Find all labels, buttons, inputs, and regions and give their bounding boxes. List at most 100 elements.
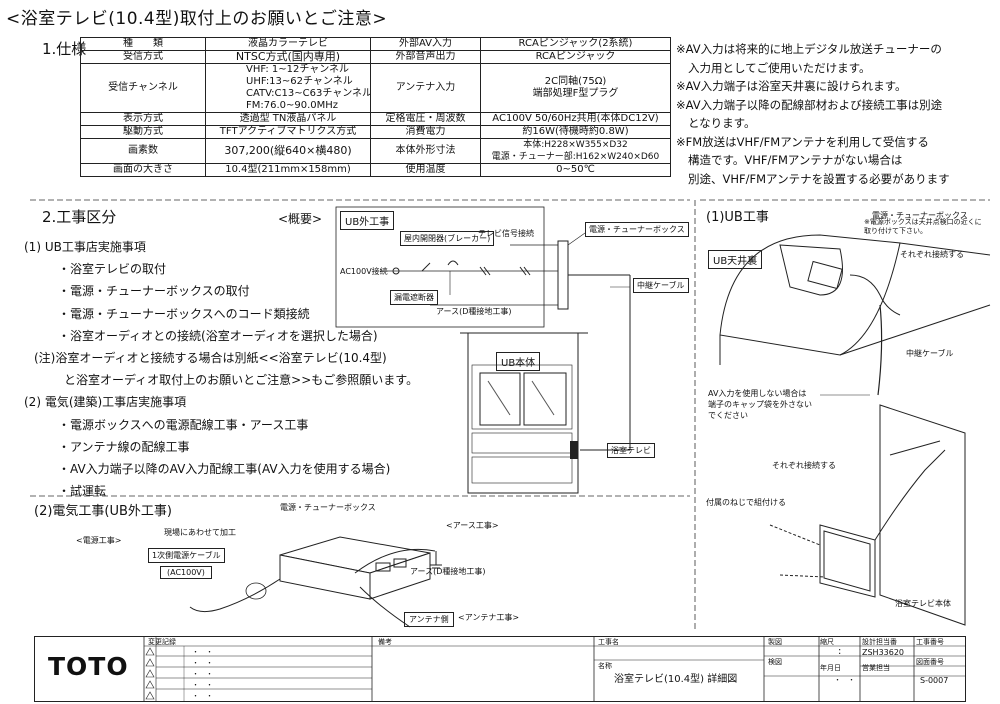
product-name: 浴室テレビ(10.4型) 詳細図 [614,674,738,685]
field-fit-label: 現場にあわせて加工 [164,528,236,537]
channel-line: FM:76.0~90.0MHz [246,100,339,111]
title-block [34,636,966,702]
dimension-value: 本体:H228×W355×D32 [523,140,628,150]
av-note-line: AV入力を使用しない場合は [708,389,807,398]
earth-work-label: <アース工事> [446,521,499,530]
spec-section-number: 1.仕様 [42,40,87,58]
overview-label: <概要> [278,212,323,226]
av-note-line: 端子のキャップ袋を外さない [708,400,812,409]
work-no-label: 工事番号 [916,638,944,646]
section2-title: 2.工事区分 [42,208,117,226]
list-item: (注)浴室オーディオと接続する場合は別紙<<浴室テレビ(10.4型) [34,351,387,366]
spec-key: 画面の大きさ [80,163,206,177]
relay-cable-label: 中継ケーブル [633,278,689,293]
note-line: ※AV入力端子は浴室天井裏に設けられます。 [676,79,907,93]
list-item: (2) 電気(建築)工事店実施事項 [24,395,187,410]
channel-line: VHF: 1~12チャンネル [246,64,350,76]
list-item: (1) UB工事店実施事項 [24,240,146,254]
channel-lines: VHF: 1~12チャンネル UHF:13~62チャンネル CATV:C13~C… [205,63,371,113]
dimension-value: 電源・チューナー部:H162×W240×D60 [491,152,660,162]
scale-colon: : [838,646,842,657]
ub-power-box-label: 電源・チューナーボックス [872,211,968,220]
earth-label: アース(D種接地工事) [436,307,512,316]
spec-key: 画素数 [80,138,206,164]
checked-label: 検図 [768,658,782,666]
list-item: ・電源ボックスへの電源配線工事・アース工事 [58,417,309,432]
list-item: ・浴室テレビの取付 [58,262,167,277]
av-note-line: でください [708,411,748,420]
list-item: ・アンテナ線の配線工事 [58,439,190,454]
design-no: ZSH33620 [862,648,905,657]
drawing-no-label: 図面番号 [916,658,944,666]
sales-label: 営業担当 [862,664,890,672]
work-list: (1) UB工事店実施事項 ・浴室テレビの取付 ・電源・チューナーボックスの取付… [24,236,418,502]
work-name-label: 工事名 [598,638,619,646]
table-row: 受信チャンネル VHF: 1~12チャンネル UHF:13~62チャンネル CA… [80,63,671,113]
table-row: 表示方式 透過型 TN液晶パネル 定格電圧・周波数 AC100V 50/60Hz… [80,112,671,126]
list-item: ・電源・チューナーボックスへのコード類接続 [58,306,310,321]
note-line: 別途、VHF/FMアンテナを設置する必要があります [688,171,950,186]
date-dots: ・ ・ [192,670,213,678]
spec-value: 本体:H228×W355×D32 電源・チューナー部:H162×W240×D60 [480,138,671,164]
page-title: <浴室テレビ(10.4型)取付上のお願いとご注意> [6,9,388,29]
bath-tv-label: 浴室テレビ [607,443,655,458]
tv-signal-label: テレビ信号接続 [478,229,534,238]
channel-line: CATV:C13~C63チャンネル [246,88,371,99]
box-note: ※電源ボックスは天井点検口の近くに取り付けて下さい。 [864,218,982,235]
ac-input-label: AC100V接続 [340,267,388,276]
channel-line: UHF:13~62チャンネル [246,76,353,87]
date-dots: ・ ・ [192,681,213,689]
ceiling-label: UB天井裏 [708,250,763,269]
note-line: ※AV入力端子以降の配線部材および接続工事は別途 [676,97,943,112]
ac100-label: (AC100V) [160,566,212,579]
date-label: 年月日 [820,664,841,672]
drawing-no: S-0007 [920,676,949,685]
spec-value: 0~50℃ [480,163,671,177]
spec-value: 10.4型(211mm×158mm) [205,163,371,177]
power-work-label: <電源工事> [76,536,122,545]
table-row: 画面の大きさ 10.4型(211mm×158mm) 使用温度 0~50℃ [80,163,671,177]
table-row: 駆動方式 TFTアクティブマトリクス方式 消費電力 約16W(待機時約0.8W) [80,125,671,139]
leakage-label: 漏電遮断器 [390,290,438,305]
scale-label: 縮尺 [820,638,834,646]
ub-relay-cable-label: 中継ケーブル [906,349,954,358]
power-box-label: 電源・チューナーボックス [585,222,689,237]
remarks-label: 備考 [378,638,392,646]
antenna-value: 2C同軸(75Ω) [544,76,607,87]
antenna-work-label: <アンテナ工事> [458,613,520,622]
antenna-value: 端部処理F型プラグ [532,88,619,99]
date-value-dots: ・ ・ [834,676,855,684]
notes: ※AV入力は将来的に地上デジタル放送チューナーの 入力用としてご使用いただけます… [676,40,950,188]
brand-logo: TOTO [48,652,129,681]
ub-work-diagram [719,234,991,626]
design-no-label: 設計担当番 [862,638,897,646]
note-line: 構造です。VHF/FMアンテナがない場合は [688,153,903,167]
date-dots: ・ ・ [192,648,213,656]
power-box-3-label: 電源・チューナーボックス [280,503,376,512]
section3-title: (2)電気工事(UB外工事) [34,504,172,519]
change-record-label: 変更記録 [148,638,176,646]
note-line: ※FM放送はVHF/FMアンテナを利用して受信する [676,134,929,149]
tv-body-label: 浴室テレビ本体 [895,599,951,608]
list-item: と浴室オーディオ取付上のお願いとご注意>>もご参照願います。 [64,373,419,388]
overview-diagram [335,206,631,494]
list-item: ・浴室オーディオとの接続(浴室オーディオを選択した場合) [58,328,378,343]
breaker-label: 屋内開閉器(ブレーカー) [400,231,495,246]
table-row: 画素数 307,200(縦640×横480) 本体外形寸法 本体:H228×W3… [80,138,671,164]
electrical-diagram [189,536,442,628]
connect1-label: それぞれ接続する [900,250,964,259]
ub-body-label: UB本体 [496,352,541,371]
note-line: となります。 [688,116,756,130]
connect2-label: それぞれ接続する [772,461,836,470]
date-dots: ・ ・ [192,692,213,700]
product-label: 名称 [598,662,612,670]
title-block-grid [143,636,966,702]
list-item: ・試運転 [58,484,107,499]
drawn-label: 製図 [768,638,782,646]
note-line: 入力用としてご使用いただけます。 [688,60,871,75]
note-line: ※AV入力は将来的に地上デジタル放送チューナーの [676,42,942,56]
screw-label: 付属のねじで組付ける [706,498,786,507]
date-dots: ・ ・ [192,659,213,667]
antenna-side-label: アンテナ側 [404,612,454,627]
